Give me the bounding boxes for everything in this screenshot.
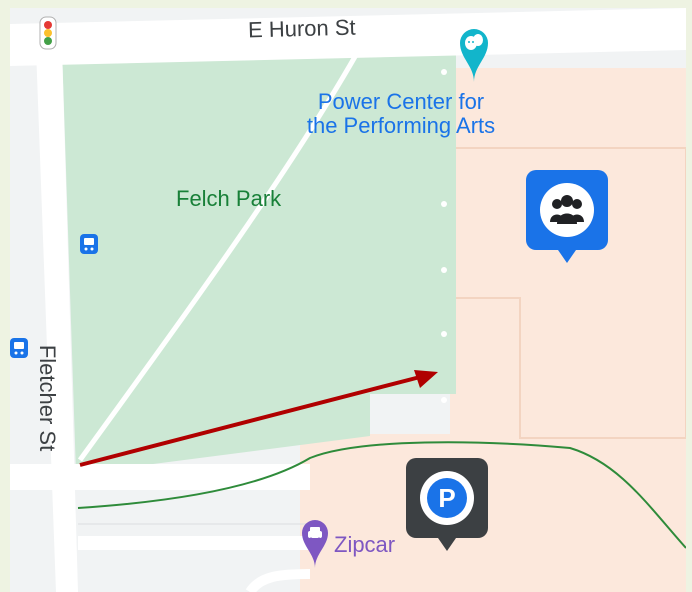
traffic-light-icon[interactable] xyxy=(37,16,59,50)
park-label[interactable]: Felch Park xyxy=(176,186,282,211)
park-area xyxy=(62,36,456,474)
people-group-icon[interactable] xyxy=(526,170,608,264)
street-label-west: Fletcher St xyxy=(35,344,61,452)
theater-masks-icon[interactable] xyxy=(458,26,490,84)
red-arrow-head xyxy=(414,370,438,388)
road-curve xyxy=(245,569,311,592)
bus-stop-icon[interactable] xyxy=(10,338,28,358)
road-west xyxy=(36,48,78,592)
venue-label-line1: Power Center for xyxy=(317,89,485,114)
street-label-north: E Huron St xyxy=(247,14,356,43)
map-view[interactable]: Power Center for the Performing Arts P xyxy=(10,8,686,592)
park-edge-dots xyxy=(441,69,447,403)
road-north xyxy=(10,8,686,66)
venue-label[interactable]: Power Center for the Performing Arts xyxy=(276,90,526,138)
zipcar-label[interactable]: Zipcar xyxy=(334,532,396,557)
car-icon[interactable] xyxy=(300,518,330,570)
park-path xyxy=(77,28,373,462)
transit-line xyxy=(77,441,686,549)
red-arrow-annotation xyxy=(79,375,421,467)
parking-letter: P xyxy=(438,483,456,513)
road-south-lower xyxy=(78,536,318,550)
parking-icon[interactable]: P xyxy=(406,458,488,552)
bus-stop-icon[interactable] xyxy=(80,234,98,254)
venue-label-line2: the Performing Arts xyxy=(306,113,496,138)
road-south xyxy=(10,464,310,490)
